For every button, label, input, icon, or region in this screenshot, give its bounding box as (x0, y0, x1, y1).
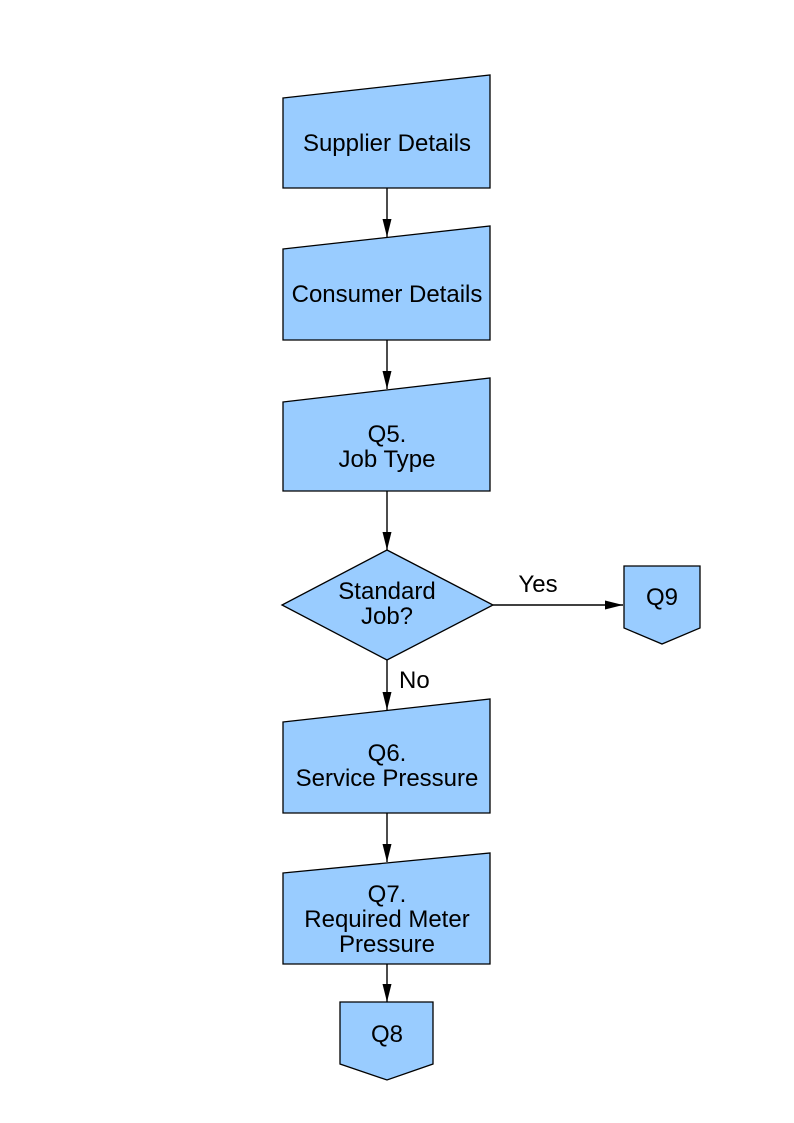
node-q5-job-type: Q5. Job Type (282, 377, 491, 492)
edge-label-no: No (399, 667, 430, 694)
manual-input-shape-q5 (282, 377, 491, 492)
edges: Yes No (382, 188, 623, 1002)
off-page-connector-shape-q9 (623, 565, 701, 645)
node-label-supplier-details: Supplier Details (303, 130, 471, 157)
node-standard-job-decision: Standard Job? (280, 549, 495, 661)
node-q6-service-pressure: Q6. Service Pressure (282, 698, 491, 814)
node-label-q8: Q8 (371, 1021, 403, 1048)
node-q7-required-meter-pressure: Q7. Required Meter Pressure (282, 852, 491, 965)
node-label-decision-line1: Standard (338, 578, 435, 605)
node-label-q5-line1: Q5. (368, 421, 407, 448)
node-label-q5-line2: Job Type (339, 446, 436, 473)
node-label-q7-line2: Required Meter (304, 906, 469, 933)
node-consumer-details: Consumer Details (282, 225, 491, 341)
manual-input-shape-q6 (282, 698, 491, 814)
node-label-decision-line2: Job? (361, 603, 413, 630)
off-page-connector-shape-q8 (339, 1001, 434, 1081)
manual-input-shape-q7 (282, 852, 491, 965)
edge-label-yes: Yes (518, 571, 557, 598)
decision-diamond-shape (280, 549, 495, 661)
node-supplier-details: Supplier Details (282, 74, 491, 189)
node-label-q6-line2: Service Pressure (296, 765, 479, 792)
manual-input-shape-supplier-details (282, 74, 491, 189)
node-label-q9: Q9 (646, 584, 678, 611)
node-q9-connector: Q9 (623, 565, 701, 645)
node-label-q7-line3: Pressure (339, 931, 435, 958)
node-label-consumer-details: Consumer Details (292, 281, 483, 308)
node-q8-connector: Q8 (339, 1001, 434, 1081)
node-label-q7-line1: Q7. (368, 881, 407, 908)
manual-input-shape-consumer-details (282, 225, 491, 341)
node-label-q6-line1: Q6. (368, 740, 407, 767)
